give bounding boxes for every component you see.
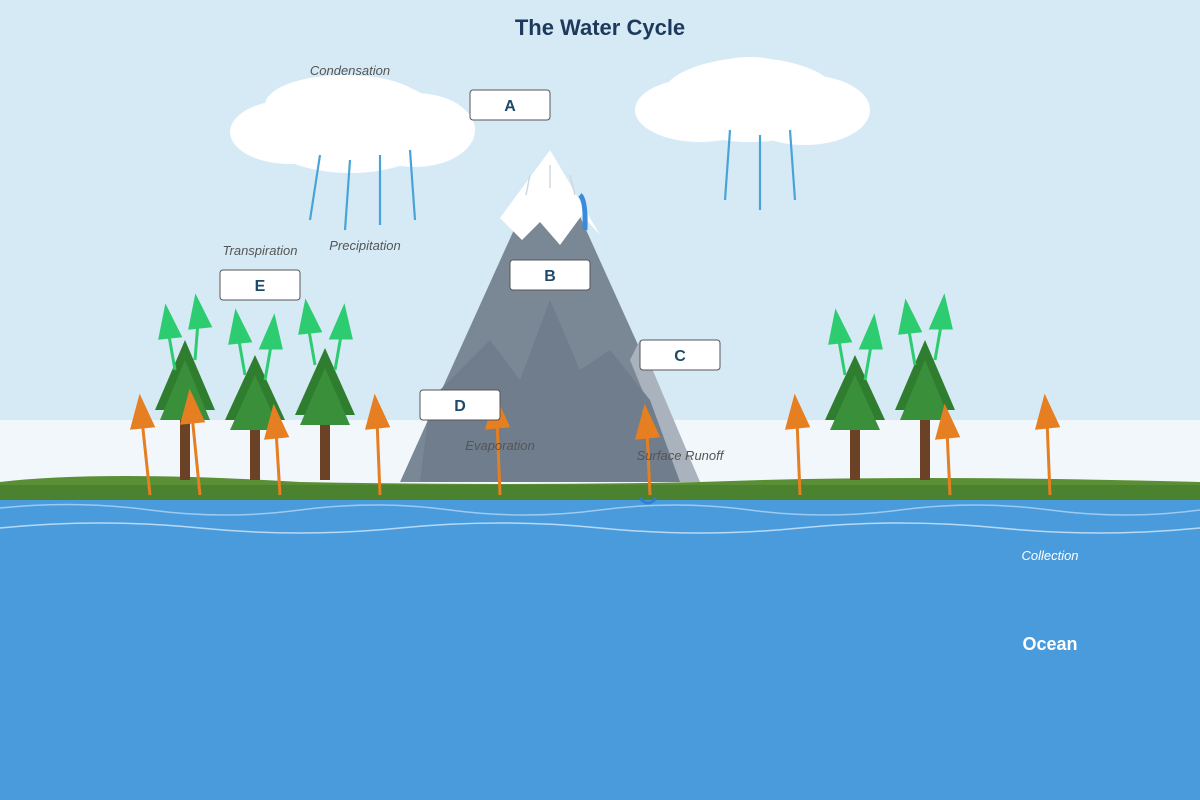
pine-tree-icon [225, 355, 285, 480]
label-box-b[interactable]: B [509, 259, 591, 291]
pine-tree-icon [295, 348, 355, 480]
wave-line [0, 522, 1200, 534]
pine-tree-icon [895, 340, 955, 480]
label-box-d[interactable]: D [419, 389, 501, 421]
label-box-e[interactable]: E [219, 269, 301, 301]
cloud-icon [230, 75, 475, 173]
precipitation-label: Precipitation [329, 238, 401, 253]
label-box-a[interactable]: A [469, 89, 551, 121]
label-box-b-text: B [544, 268, 556, 285]
wave-line [0, 503, 1200, 516]
pine-tree-icon [825, 355, 885, 480]
glacier-stream [578, 193, 588, 231]
label-box-a-text: A [504, 98, 516, 115]
ocean [0, 500, 1200, 800]
runoff-splash [638, 497, 658, 505]
ground [0, 485, 1200, 500]
pine-tree-icon [155, 340, 215, 480]
cloud-icon [635, 57, 870, 145]
condensation-label: Condensation [310, 63, 390, 78]
label-box-e-text: E [255, 278, 266, 295]
label-box-c-text: C [674, 348, 686, 365]
ocean-label: Ocean [1022, 634, 1077, 654]
transpiration-arrows [158, 293, 953, 381]
precipitation-rain-right [723, 129, 797, 210]
evaporation-arrows [129, 388, 1061, 496]
diagram-title: The Water Cycle [515, 15, 685, 40]
collection-label: Collection [1021, 548, 1078, 563]
evaporation-label: Evaporation [465, 438, 534, 453]
precipitation-rain-left [308, 149, 417, 231]
label-box-c[interactable]: C [639, 339, 721, 371]
transpiration-label: Transpiration [223, 243, 298, 258]
surface-runoff-label: Surface Runoff [637, 448, 725, 463]
label-box-d-text: D [454, 398, 466, 415]
